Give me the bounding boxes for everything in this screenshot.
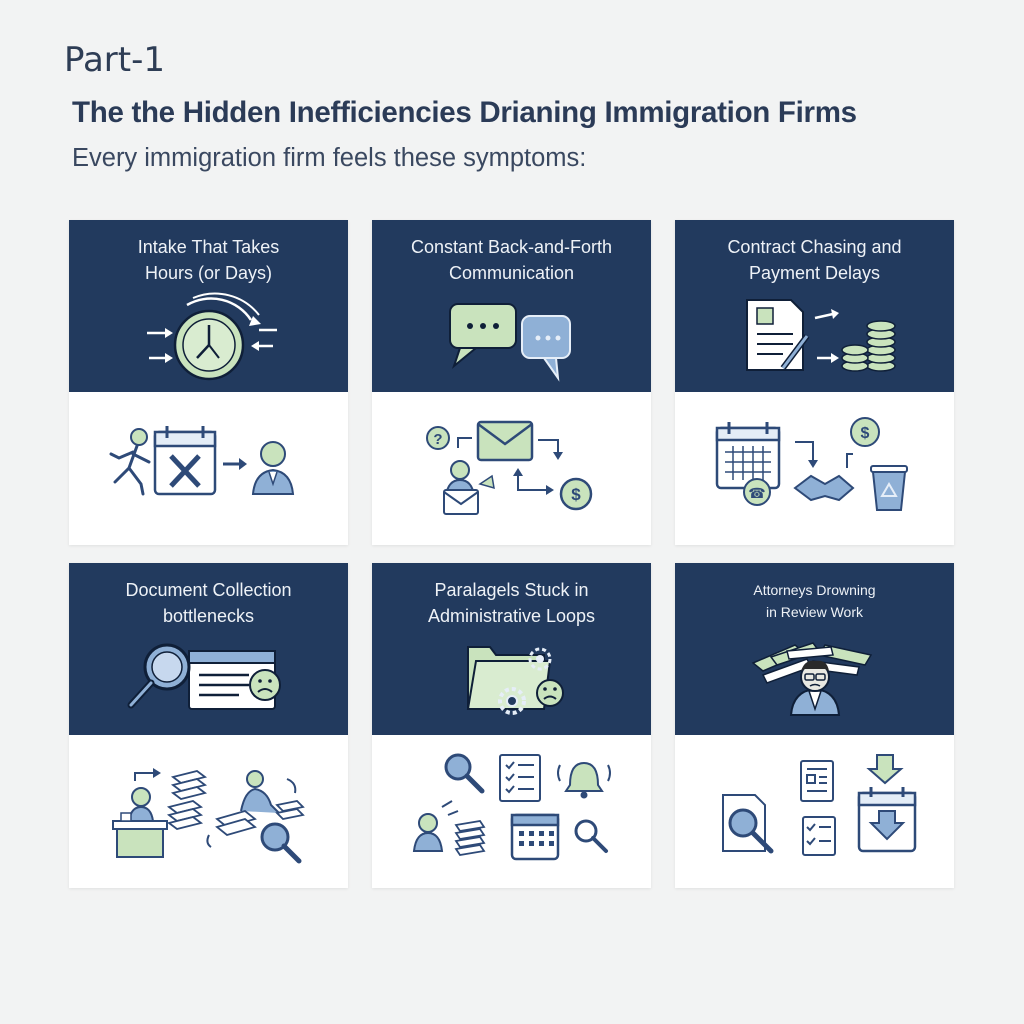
- card-header: Constant Back-and-Forth Communication: [372, 220, 651, 392]
- card-contract: Contract Chasing and Payment Delays: [675, 220, 954, 545]
- chat-bubbles-icon: [449, 303, 571, 382]
- card-header: Document Collection bottlenecks: [69, 563, 348, 735]
- card-header: Intake That Takes Hours (or Days): [69, 220, 348, 392]
- svg-text:☎: ☎: [748, 485, 765, 501]
- svg-text:?: ?: [433, 431, 442, 448]
- card-paralegals: Paralagels Stuck in Administrative Loops: [372, 563, 651, 888]
- calendar-handshake-trash-icon: ☎ $: [715, 417, 908, 511]
- card-title: Contract Chasing and Payment Delays: [727, 237, 902, 283]
- card-intake: Intake That Takes Hours (or Days): [69, 220, 348, 545]
- checklist-bell-calendar-icon: [412, 753, 611, 861]
- contract-coins-icon: [746, 299, 896, 372]
- card-header: Attorneys Drowning in Review Work: [675, 563, 954, 735]
- clock-icon: [147, 292, 277, 381]
- card-title: Intake That Takes Hours (or Days): [137, 237, 280, 283]
- page-title: The the Hidden Inefficiencies Drianing I…: [72, 96, 857, 129]
- paper-stacks-search-icon: [112, 768, 305, 864]
- folder-gears-icon: [466, 646, 564, 715]
- attorney-paperwork-icon: [751, 642, 873, 716]
- card-title: Paralagels Stuck in Administrative Loops: [427, 580, 596, 626]
- page-subtitle: Every immigration firm feels these sympt…: [72, 144, 587, 172]
- card-header: Paralagels Stuck in Administrative Loops: [372, 563, 651, 735]
- svg-text:$: $: [571, 485, 581, 504]
- card-header: Contract Chasing and Payment Delays: [675, 220, 954, 392]
- card-title: Document Collection bottlenecks: [125, 580, 292, 626]
- card-attorneys: Attorneys Drowning in Review Work: [675, 563, 954, 888]
- card-title: Constant Back-and-Forth Communication: [410, 237, 613, 283]
- magnifier-document-sad-icon: [127, 643, 281, 710]
- email-payment-flow-icon: ? $: [426, 420, 593, 515]
- svg-text:$: $: [861, 425, 870, 442]
- card-communication: Constant Back-and-Forth Communication ?: [372, 220, 651, 545]
- runner-calendar-cancel-icon: [109, 426, 295, 496]
- part-label: Part-1: [64, 40, 166, 80]
- card-document-collection: Document Collection bottlenecks: [69, 563, 348, 888]
- card-title: Attorneys Drowning in Review Work: [753, 582, 876, 620]
- review-docs-download-icon: [722, 754, 917, 856]
